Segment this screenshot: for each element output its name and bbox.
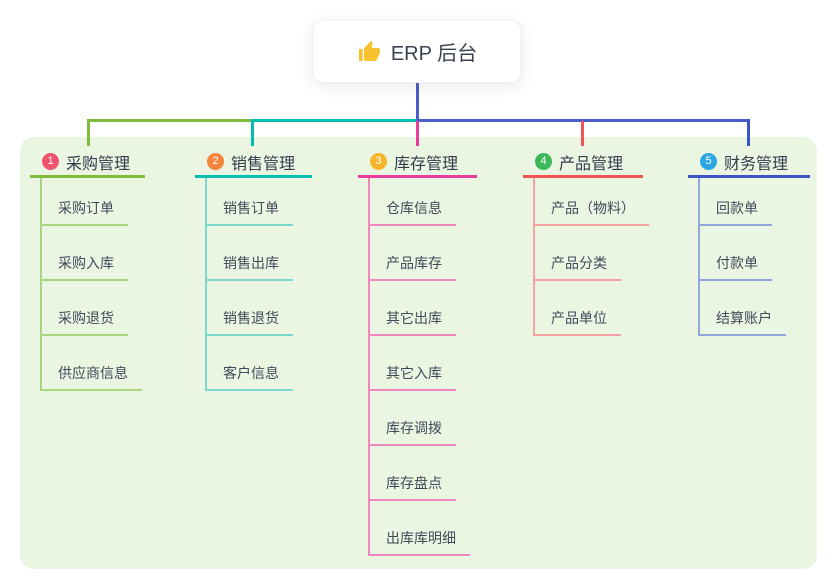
child-node[interactable]: 产品单位 — [535, 281, 621, 336]
child-node[interactable]: 产品分类 — [535, 226, 621, 281]
connector-bus-blue — [416, 119, 750, 122]
child-node[interactable]: 产品库存 — [370, 226, 456, 281]
child-node[interactable]: 其它出库 — [370, 281, 456, 336]
branch-children-product: 产品（物料） 产品分类 产品单位 — [533, 178, 649, 336]
connector-bus-green — [87, 119, 253, 122]
branch-node-sales[interactable]: 2 销售管理 — [195, 148, 312, 178]
branch-label: 销售管理 — [231, 155, 296, 173]
connector-drop-sales — [251, 119, 254, 146]
child-node[interactable]: 产品（物料） — [535, 178, 649, 226]
branch-children-sales: 销售订单 销售出库 销售退货 客户信息 — [205, 178, 293, 391]
child-node[interactable]: 销售订单 — [207, 178, 293, 226]
branch-label: 采购管理 — [66, 155, 131, 173]
branch-badge: 2 — [207, 153, 224, 170]
child-node[interactable]: 付款单 — [700, 226, 772, 281]
branch-label: 库存管理 — [394, 155, 459, 173]
branch-node-product[interactable]: 4 产品管理 — [523, 148, 643, 178]
branch-children-finance: 回款单 付款单 结算账户 — [698, 178, 786, 336]
child-node[interactable]: 销售退货 — [207, 281, 293, 336]
child-node[interactable]: 库存调拨 — [370, 391, 456, 446]
child-node[interactable]: 采购入库 — [42, 226, 128, 281]
branch-badge: 1 — [42, 153, 59, 170]
child-node[interactable]: 采购退货 — [42, 281, 128, 336]
branch-badge: 5 — [700, 153, 717, 170]
branch-node-inventory[interactable]: 3 库存管理 — [358, 148, 477, 178]
branch-children-purchase: 采购订单 采购入库 采购退货 供应商信息 — [40, 178, 142, 391]
child-node[interactable]: 采购订单 — [42, 178, 128, 226]
connector-root-drop — [416, 83, 419, 122]
child-node[interactable]: 其它入库 — [370, 336, 456, 391]
branch-node-finance[interactable]: 5 财务管理 — [688, 148, 810, 178]
branch-children-inventory: 仓库信息 产品库存 其它出库 其它入库 库存调拨 库存盘点 出库库明细 — [368, 178, 470, 556]
child-node[interactable]: 回款单 — [700, 178, 772, 226]
child-node[interactable]: 结算账户 — [700, 281, 786, 336]
branch-badge: 3 — [370, 153, 387, 170]
connector-drop-finance — [747, 119, 750, 146]
child-node[interactable]: 出库库明细 — [370, 501, 470, 556]
connector-drop-product — [581, 121, 584, 146]
branch-label: 财务管理 — [724, 155, 789, 173]
thumbs-up-icon — [357, 40, 381, 64]
connector-drop-inventory — [416, 121, 419, 146]
child-node[interactable]: 客户信息 — [207, 336, 293, 391]
child-node[interactable]: 销售出库 — [207, 226, 293, 281]
root-node[interactable]: ERP 后台 — [313, 20, 521, 83]
branch-node-purchase[interactable]: 1 采购管理 — [30, 148, 145, 178]
branch-label: 产品管理 — [559, 155, 624, 173]
branch-badge: 4 — [535, 153, 552, 170]
connector-bus-teal — [251, 119, 418, 122]
branches-panel — [20, 137, 817, 569]
child-node[interactable]: 仓库信息 — [370, 178, 456, 226]
root-node-label: ERP 后台 — [390, 43, 478, 65]
child-node[interactable]: 供应商信息 — [42, 336, 142, 391]
connector-drop-purchase — [87, 119, 90, 146]
child-node[interactable]: 库存盘点 — [370, 446, 456, 501]
